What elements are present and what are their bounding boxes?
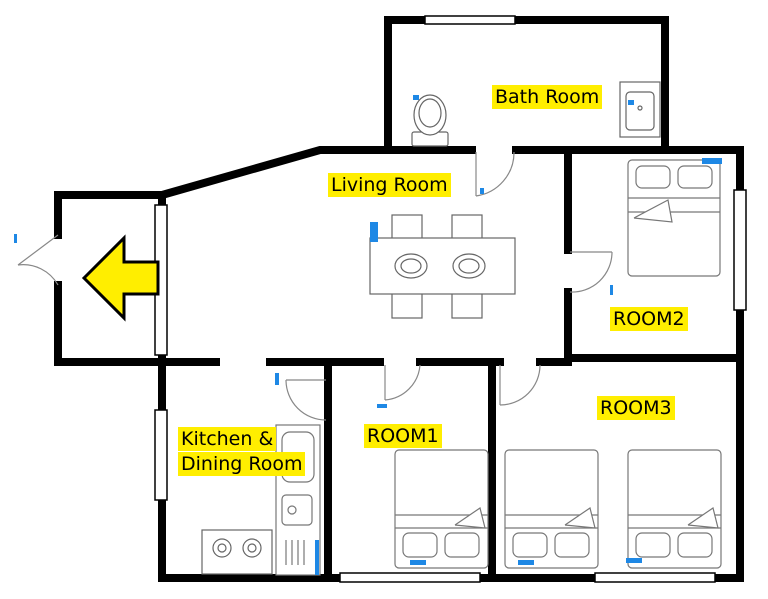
toilet-icon	[411, 94, 449, 147]
bed-icon	[504, 449, 599, 569]
door-swing-icon	[17, 151, 613, 421]
stove-icon	[201, 529, 273, 575]
sink-icon	[619, 81, 661, 138]
kitchen-counter	[275, 424, 321, 576]
bed-icon	[394, 449, 489, 569]
room-label-room2: ROOM2	[610, 307, 688, 331]
marker-tags	[14, 95, 722, 575]
bed-icon	[627, 159, 721, 277]
window-icon	[154, 15, 747, 583]
entrance-arrow-icon	[81, 234, 160, 322]
room-label-room1: ROOM1	[364, 424, 442, 448]
room-label-bath-room: Bath Room	[492, 85, 603, 109]
bed-icon	[627, 449, 722, 569]
room-label-living-room: Living Room	[328, 173, 451, 197]
dining-table-icon	[369, 214, 516, 319]
room-label-kitchen-line1: Kitchen &	[178, 427, 277, 451]
room-label-kitchen-line2: Dining Room	[178, 452, 306, 476]
room-label-room3: ROOM3	[597, 396, 675, 420]
